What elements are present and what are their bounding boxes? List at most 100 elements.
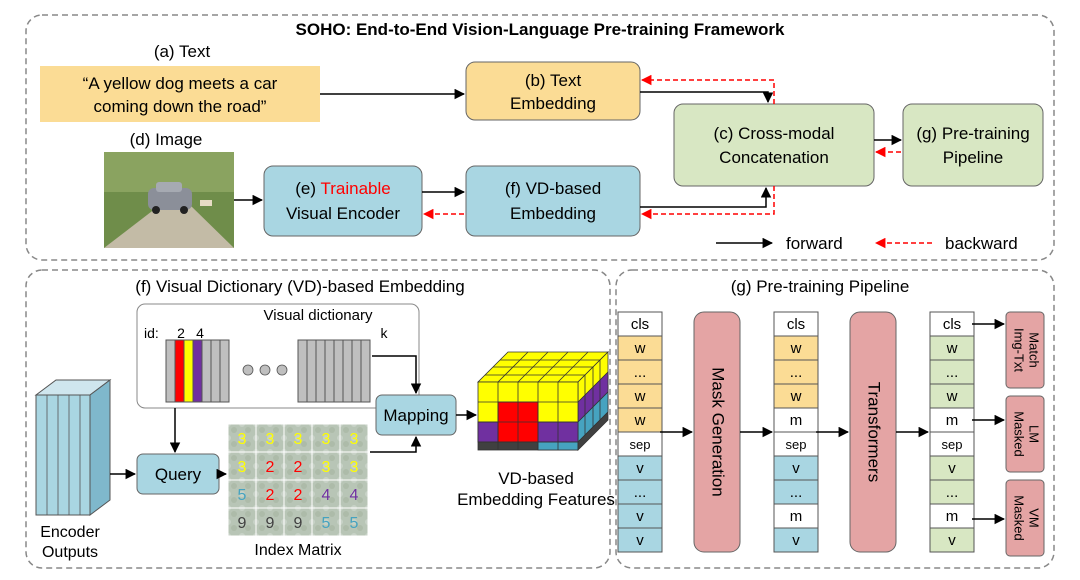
img-txt-match-line1: Img-Txt [1012,328,1027,372]
visual-encoder-box [263,165,423,237]
encoder-outputs-line1: Encoder [40,524,100,541]
token-cell [617,431,663,457]
pipeline-arrows [660,318,1006,525]
token-label: v [636,460,644,477]
token-label: ... [790,484,803,501]
text-input-line1: “A yellow dog meets a car [83,74,278,93]
visual-encoder-line2: Visual Encoder [286,204,400,223]
index-matrix-value: 3 [350,459,359,476]
masked-vm-head [1005,479,1045,557]
token-cell [929,383,975,409]
pipeline-panel-border [615,269,1055,569]
index-matrix-label: Index Matrix [254,542,341,559]
token-label: sep [942,437,963,452]
token-label: w [634,388,646,405]
index-matrix-cell [311,507,341,537]
forward-arrows [234,88,903,208]
mapping-label: Mapping [383,406,448,425]
vd-embedding-line1: (f) VD-based [505,179,601,198]
dictionary-id-4: 4 [196,325,204,341]
token-cell [773,311,819,337]
index-matrix-value: 3 [266,431,275,448]
token-cell [617,407,663,433]
text-embedding-line1: (b) Text [525,71,582,90]
token-cell [773,503,819,529]
index-matrix-value: 9 [294,515,303,532]
token-cell [617,455,663,481]
token-cell [773,359,819,385]
concatenation-box [673,103,875,187]
index-matrix-value: 3 [350,431,359,448]
index-matrix-value: 3 [238,431,247,448]
token-label: w [634,412,646,429]
visual-encoder-line1: (e) Trainable [295,179,390,198]
text-input-box [40,66,320,122]
vd-panel-arrows [110,355,478,480]
token-cell [929,431,975,457]
token-cell [773,479,819,505]
input-image [104,152,234,248]
token-label: ... [634,364,647,381]
token-cell [929,455,975,481]
index-matrix-value: 5 [350,515,359,532]
token-label: m [790,508,803,525]
token-label: w [946,388,958,405]
image-label: (d) Image [130,130,203,149]
vd-embedding-box [465,165,641,237]
token-label: m [790,412,803,429]
text-input-line2: coming down the road” [94,97,267,116]
encoder-outputs-line2: Outputs [42,544,98,561]
pipeline-panel: (g) Pre-training Pipeline clsw...wwsepv.… [615,269,1055,569]
features-line2: Embedding Features [457,490,615,509]
index-matrix-value: 5 [322,515,331,532]
token-cell [617,359,663,385]
legend: forward backward [716,234,1018,253]
concatenation-line1: (c) Cross-modal [714,124,835,143]
token-label: v [636,532,644,549]
index-matrix-value: 4 [350,487,359,504]
visual-dictionary-title: Visual dictionary [264,307,373,324]
masked-lm-head [1005,395,1045,473]
token-cell [617,527,663,553]
index-matrix-cell [339,451,369,481]
token-label: ... [634,484,647,501]
token-cell [773,383,819,409]
token-cell [929,527,975,553]
index-matrix-value: 2 [294,459,303,476]
dictionary-left-columns [165,339,230,403]
concatenation-line2: Concatenation [719,148,829,167]
token-label: ... [790,364,803,381]
vd-panel-border [25,269,611,569]
token-label: m [946,412,959,429]
token-label: m [946,508,959,525]
text-label: (a) Text [154,42,211,61]
vd-panel: (f) Visual Dictionary (VD)-based Embeddi… [25,269,615,569]
index-matrix-value: 4 [322,487,331,504]
text-embedding-line2: Embedding [510,94,596,113]
masked-lm-line1: Masked [1012,411,1027,457]
masked-vm-line2: VM [1027,508,1042,528]
query-label: Query [155,465,202,484]
token-cell [773,407,819,433]
encoder-outputs-stack [34,379,112,516]
features-line1: VD-based [498,469,574,488]
pretraining-line2: Pipeline [943,148,1004,167]
index-matrix-cell [283,479,313,509]
token-cell [617,503,663,529]
text-embedding-box [465,61,641,121]
transformers-label: Transformers [865,382,884,482]
token-label: w [946,340,958,357]
vd-panel-title: (f) Visual Dictionary (VD)-based Embeddi… [135,277,464,296]
trainable-highlight: Trainable [320,179,390,198]
token-label: sep [630,437,651,452]
index-matrix-value: 3 [294,431,303,448]
token-label: v [792,460,800,477]
token-label: v [636,508,644,525]
dictionary-id-2: 2 [177,325,185,341]
vd-feature-cube [477,351,609,451]
index-matrix-value: 2 [294,487,303,504]
dictionary-id-label: id: [144,325,159,341]
